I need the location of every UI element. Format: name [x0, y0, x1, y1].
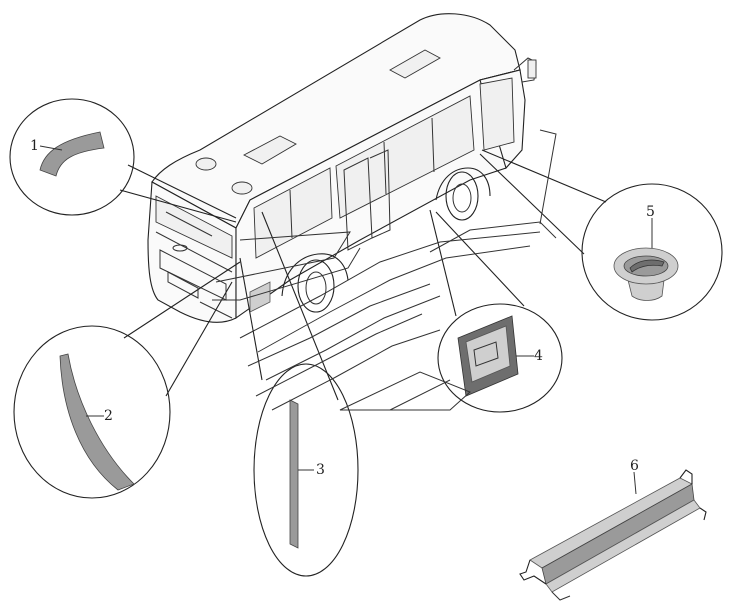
bus-illustration	[147, 13, 537, 323]
leader-bands	[212, 129, 557, 411]
callout-label-4: 4	[534, 348, 543, 364]
callout-label-6: 6	[630, 458, 639, 474]
callout-bubble-2: 2	[13, 261, 241, 499]
channel-bracket-icon	[519, 469, 707, 601]
fuel-filler-cap-icon	[613, 247, 679, 301]
callout-label-3: 3	[316, 462, 325, 478]
callout-bubble-1: 1	[9, 98, 237, 223]
callout-bubble-4: 4	[429, 209, 563, 413]
callout-bubble-5: 5	[479, 149, 723, 321]
callout-bubble-3: 3	[239, 211, 359, 577]
vertical-trim-strip-icon	[289, 399, 299, 549]
callout-label-1: 1	[30, 138, 39, 154]
corner-trim-panel-icon	[59, 353, 135, 491]
callout-label-2: 2	[104, 408, 113, 424]
callout-label-5: 5	[646, 204, 655, 220]
wheel-arch-trim-strip-icon	[39, 131, 105, 177]
